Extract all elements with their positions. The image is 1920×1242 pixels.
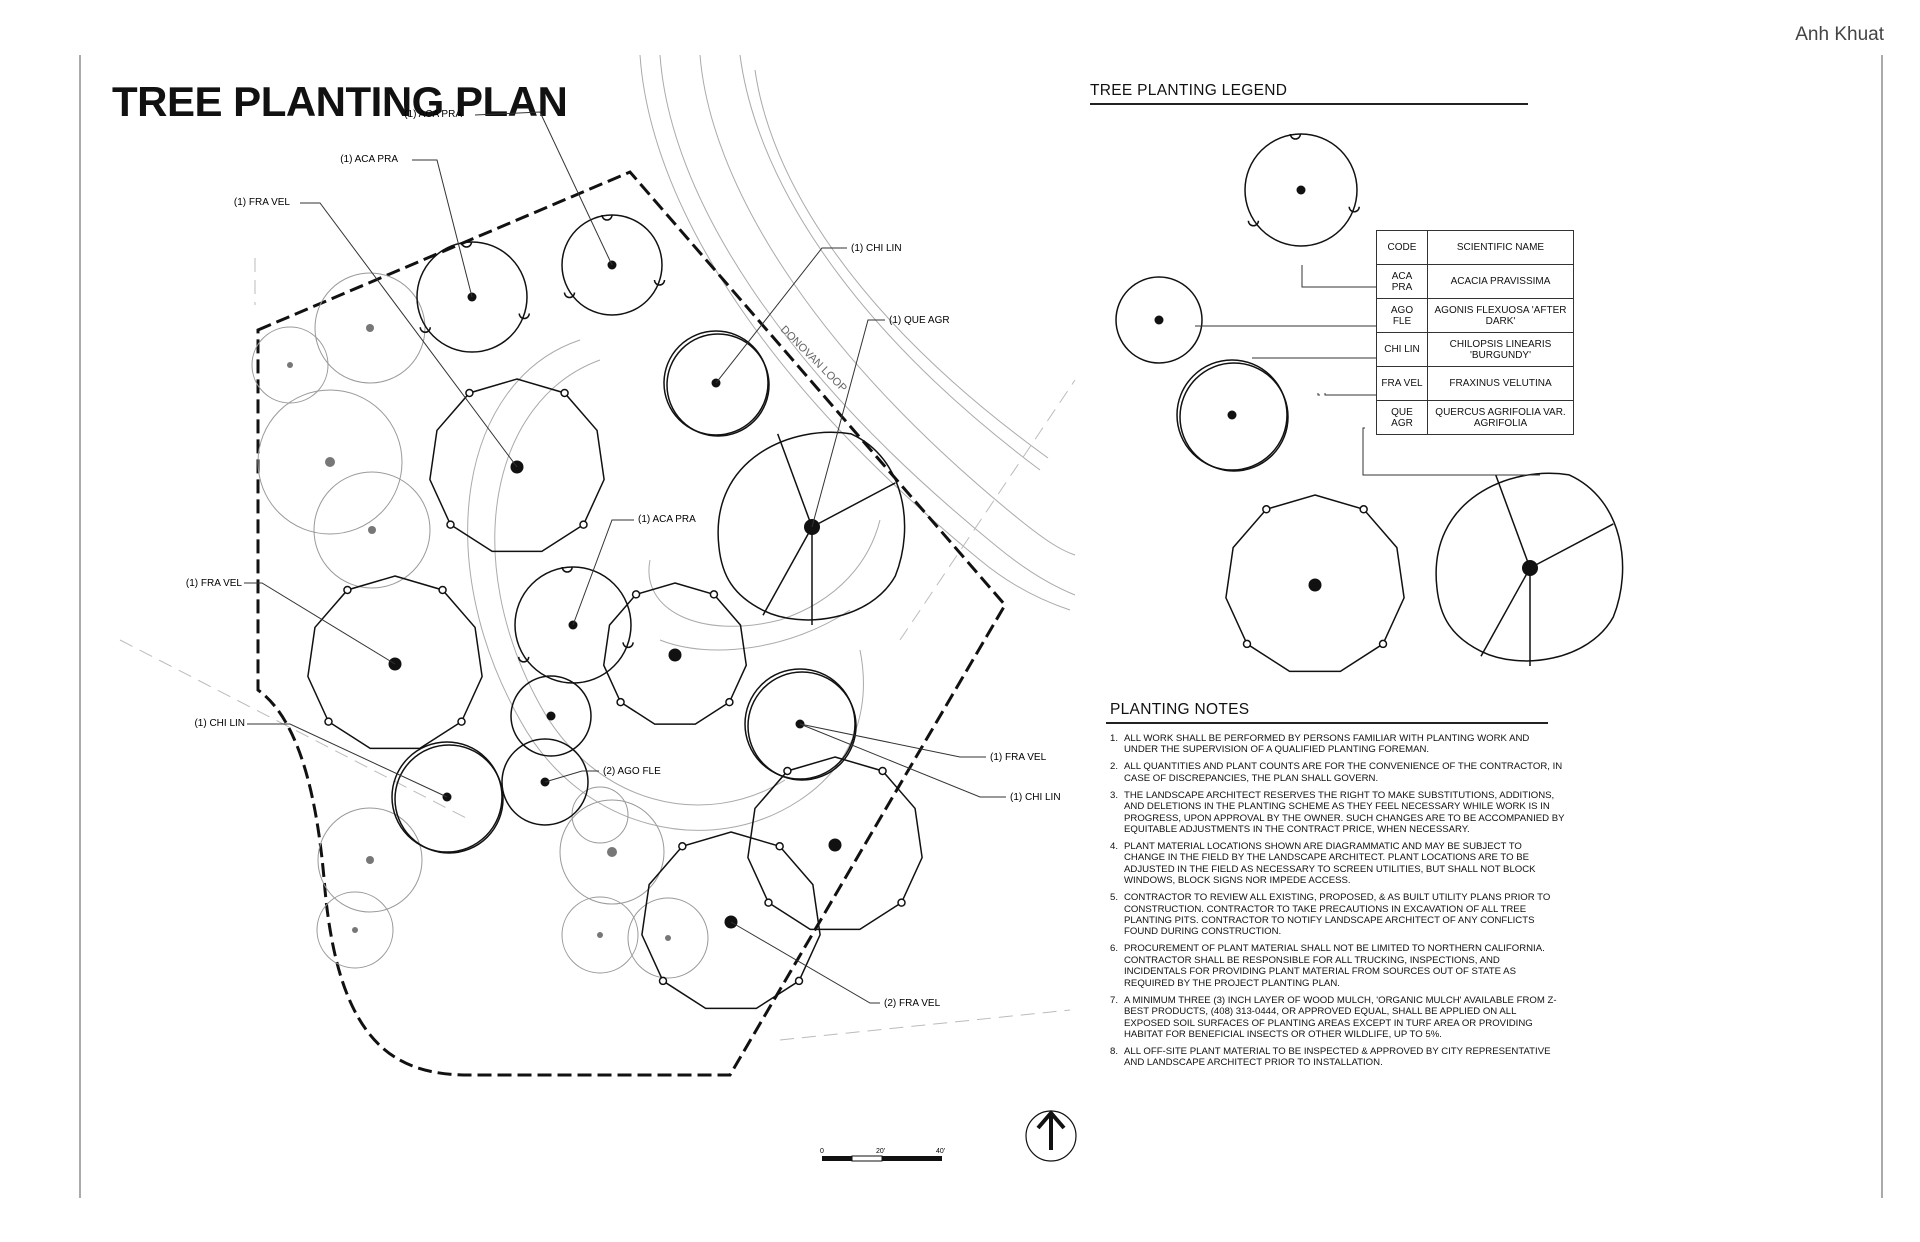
note-item: 2.ALL QUANTITIES AND PLANT COUNTS ARE FO… [1110, 761, 1565, 784]
callout-leader [300, 202, 518, 468]
callout-leader [544, 770, 599, 783]
legend-code: ACA PRA [1376, 264, 1428, 299]
note-text: PROCUREMENT OF PLANT MATERIAL SHALL NOT … [1124, 943, 1545, 989]
note-text: ALL WORK SHALL BE PERFORMED BY PERSONS F… [1124, 733, 1530, 756]
notes-title-rule [1106, 722, 1548, 724]
legend-header-code: CODE [1376, 230, 1428, 265]
callout-leader [715, 247, 847, 384]
callout-label: (2) AGO FLE [603, 766, 661, 777]
aca-tree-symbol [1244, 133, 1360, 247]
callout-label: (1) FRA VEL [234, 197, 291, 208]
legend-leaders [1195, 265, 1540, 476]
planting-notes-list: 1.ALL WORK SHALL BE PERFORMED BY PERSONS… [1110, 733, 1565, 1074]
callout-label: (1) ACA PRA [340, 154, 398, 165]
callout-label: (1) CHI LIN [851, 243, 902, 254]
callout-label: (1) CHI LIN [1010, 792, 1061, 803]
note-item: 1.ALL WORK SHALL BE PERFORMED BY PERSONS… [1110, 733, 1565, 756]
note-text: ALL OFF-SITE PLANT MATERIAL TO BE INSPEC… [1124, 1045, 1551, 1069]
north-arrow-icon [1025, 1109, 1077, 1162]
note-item: 7.A MINIMUM THREE (3) INCH LAYER OF WOOD… [1110, 995, 1565, 1041]
legend-table: CODE SCIENTIFIC NAME ACA PRA ACACIA PRAV… [1376, 230, 1574, 435]
legend-title-rule [1090, 103, 1528, 105]
callout-leader [572, 519, 634, 626]
callout-leader [811, 319, 885, 528]
note-text: A MINIMUM THREE (3) INCH LAYER OF WOOD M… [1124, 994, 1557, 1040]
legend-scientific-name: AGONIS FLEXUOSA 'AFTER DARK' [1427, 298, 1574, 333]
page-title: TREE PLANTING PLAN [112, 78, 568, 125]
callout-label: (1) QUE AGR [889, 315, 950, 326]
legend-symbols [1115, 133, 1624, 673]
chi-tree-symbol [391, 741, 504, 854]
legend-code: QUE AGR [1376, 400, 1428, 435]
callout-leader [244, 582, 396, 665]
setback-lines [119, 258, 1076, 1041]
note-item: 5.CONTRACTOR TO REVIEW ALL EXISTING, PRO… [1110, 892, 1565, 938]
fra-tree-symbol [641, 831, 821, 1010]
fra-tree-symbol [1225, 494, 1405, 673]
proposed-trees [307, 214, 923, 1010]
legend-scientific-name: QUERCUS AGRIFOLIA VAR. AGRIFOLIA [1427, 400, 1574, 435]
callout-label: (1) ACA PRA [638, 514, 696, 525]
legend-row: FRA VEL FRAXINUS VELUTINA [1376, 366, 1574, 401]
note-text: PLANT MATERIAL LOCATIONS SHOWN ARE DIAGR… [1124, 841, 1536, 887]
legend-row: QUE AGR QUERCUS AGRIFOLIA VAR. AGRIFOLIA [1376, 400, 1574, 435]
callouts: (1) ACA PRA (1) ACA PRA (1) FRA VEL (1) CHI… [186, 109, 1061, 1009]
fra-tree-symbol [747, 756, 923, 931]
note-text: ALL QUANTITIES AND PLANT COUNTS ARE FOR … [1124, 761, 1563, 784]
scale-bar: 0 20' 40' [820, 1148, 945, 1162]
legend-row: CHI LIN CHILOPSIS LINEARIS 'BURGUNDY' [1376, 332, 1574, 367]
legend-row: AGO FLE AGONIS FLEXUOSA 'AFTER DARK' [1376, 298, 1574, 333]
note-item: 3.THE LANDSCAPE ARCHITECT RESERVES THE R… [1110, 789, 1565, 836]
note-item: 6.PROCUREMENT OF PLANT MATERIAL SHALL NO… [1110, 943, 1565, 989]
ago-tree-symbol [510, 675, 592, 757]
legend-scientific-name: FRAXINUS VELUTINA [1427, 366, 1574, 401]
fra-tree-symbol [429, 378, 605, 553]
legend-code: CHI LIN [1376, 332, 1428, 367]
que-tree-symbol [717, 431, 906, 625]
note-item: 8.ALL OFF-SITE PLANT MATERIAL TO BE INSP… [1110, 1046, 1565, 1069]
existing-tree-trunks [287, 324, 671, 941]
legend-header-row: CODE SCIENTIFIC NAME [1376, 230, 1574, 265]
ago-tree-symbol [1115, 276, 1203, 364]
chi-tree-symbol [1176, 359, 1289, 472]
legend-scientific-name: ACACIA PRAVISSIMA [1427, 264, 1574, 299]
legend-row: ACA PRA ACACIA PRAVISSIMA [1376, 264, 1574, 299]
callout-leader [412, 159, 473, 298]
callout-leader [730, 921, 880, 1004]
aca-tree-symbol [514, 566, 634, 684]
callout-label: (1) ACA PRA [404, 109, 462, 120]
author-name: Anh Khuat [1795, 24, 1884, 45]
chi-tree-symbol [663, 330, 770, 437]
scale-label-40: 40' [936, 1148, 945, 1155]
callout-label: (1) FRA VEL [990, 752, 1047, 763]
callout-leader [247, 723, 448, 798]
legend-code: FRA VEL [1376, 366, 1428, 401]
que-tree-symbol [1435, 472, 1624, 666]
scale-label-0: 0 [820, 1148, 824, 1155]
callout-leader [799, 723, 1006, 798]
note-item: 4.PLANT MATERIAL LOCATIONS SHOWN ARE DIA… [1110, 841, 1565, 887]
callout-label: (1) FRA VEL [186, 578, 243, 589]
fra-tree-symbol [602, 582, 748, 725]
legend-code: AGO FLE [1376, 298, 1428, 333]
callout-leader [799, 723, 986, 758]
callout-label: (1) CHI LIN [194, 718, 245, 729]
chi-tree-symbol [744, 668, 857, 781]
note-text: THE LANDSCAPE ARCHITECT RESERVES THE RIG… [1124, 789, 1565, 836]
note-text: CONTRACTOR TO REVIEW ALL EXISTING, PROPO… [1124, 892, 1551, 938]
callout-leader [474, 111, 613, 266]
notes-title: PLANTING NOTES [1110, 701, 1250, 718]
callout-label: (2) FRA VEL [884, 998, 941, 1009]
existing-trees [251, 272, 709, 979]
scale-label-20: 20' [876, 1148, 885, 1155]
aca-tree-symbol [416, 241, 530, 353]
legend-header-name: SCIENTIFIC NAME [1427, 230, 1574, 265]
legend-scientific-name: CHILOPSIS LINEARIS 'BURGUNDY' [1427, 332, 1574, 367]
fra-tree-symbol [307, 575, 483, 750]
property-boundary [256, 170, 1007, 1077]
legend-title: TREE PLANTING LEGEND [1090, 82, 1288, 99]
aca-tree-symbol [561, 214, 666, 316]
